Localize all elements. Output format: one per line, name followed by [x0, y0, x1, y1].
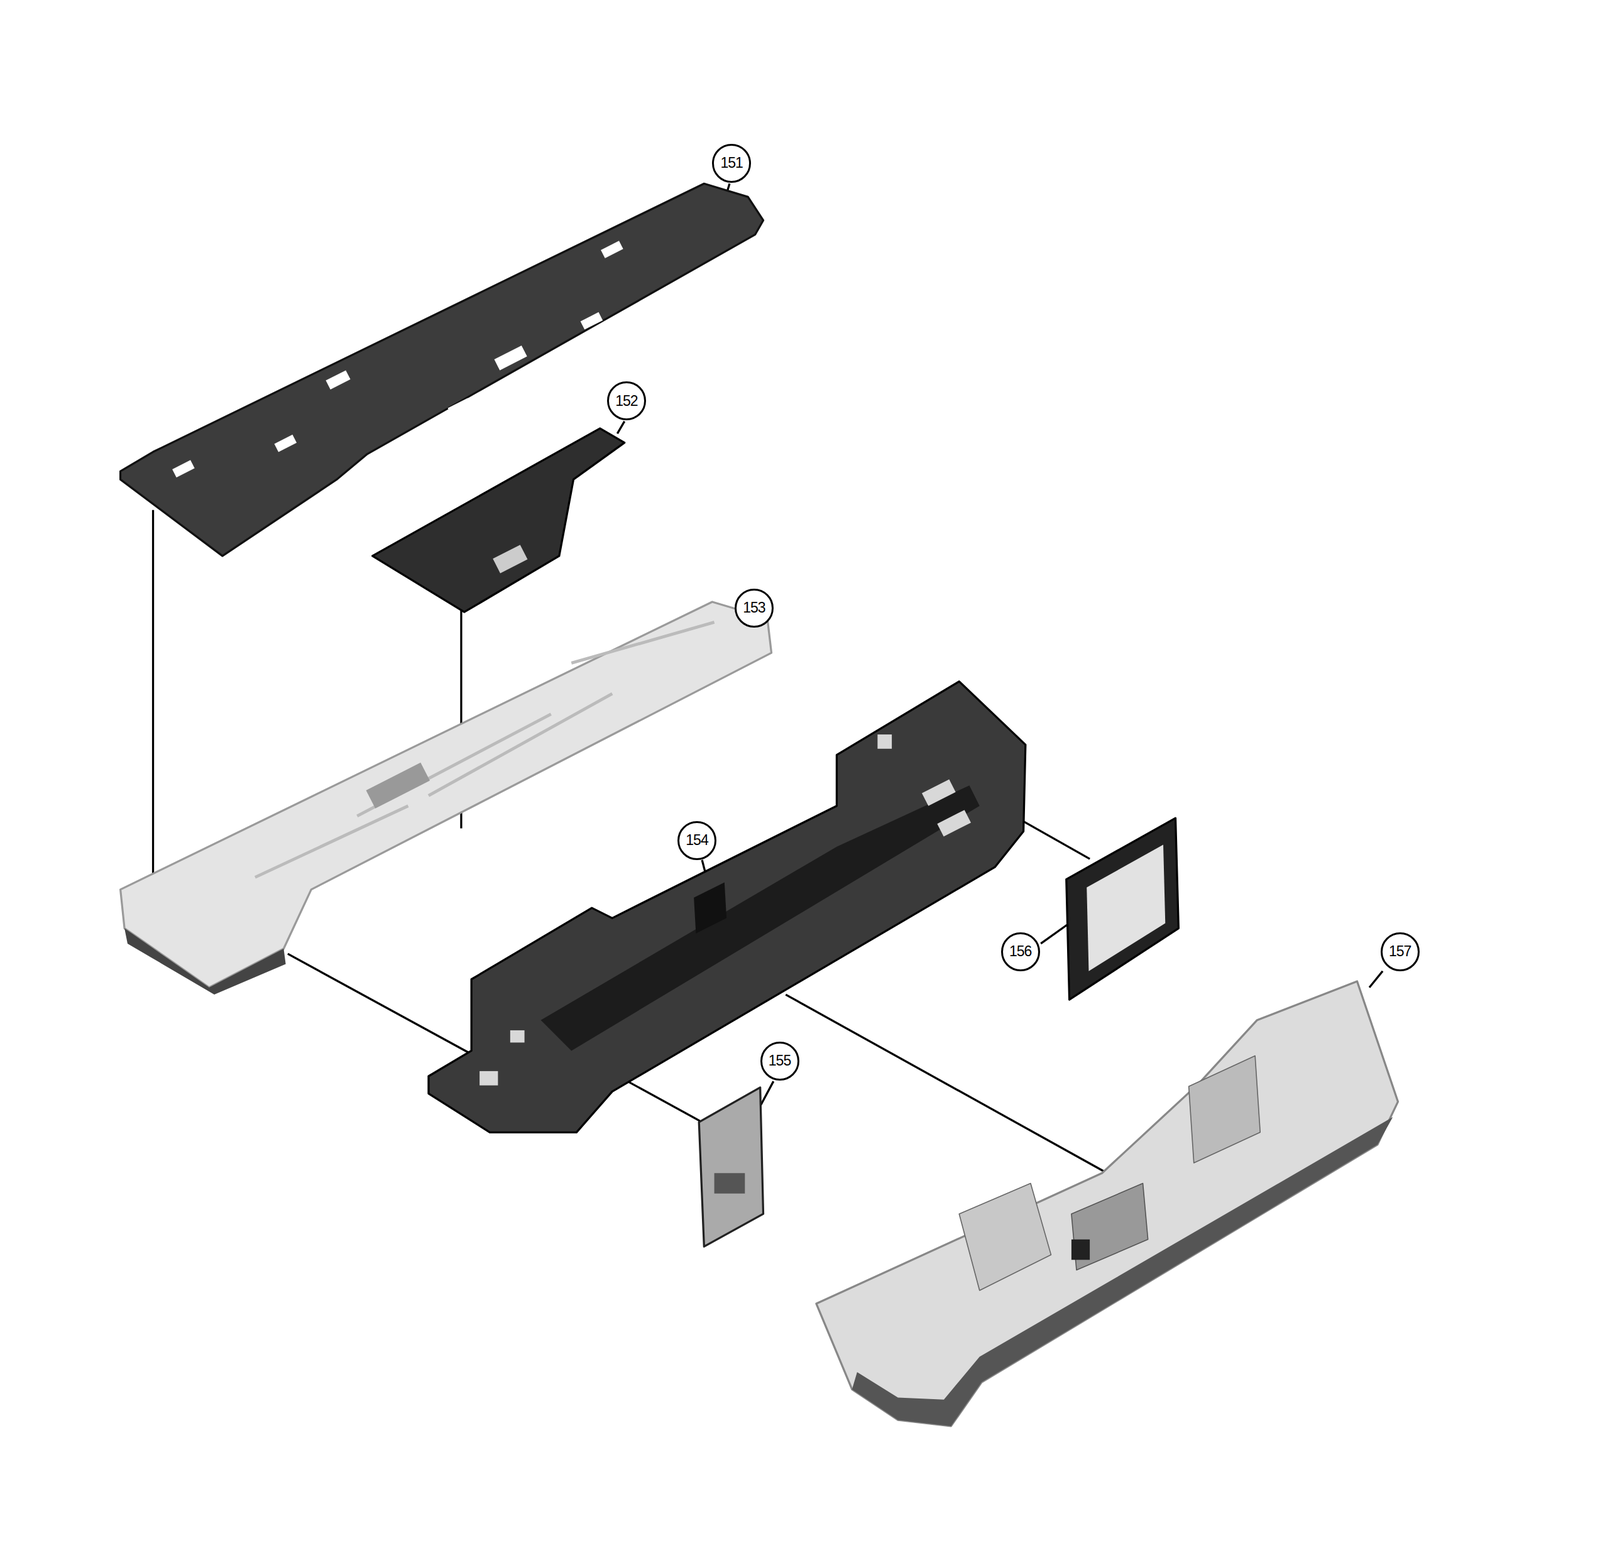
circuit-board — [372, 428, 625, 613]
callout-number: 157 — [1380, 932, 1420, 972]
callout-number: 151 — [712, 143, 751, 183]
callout-number: 155 — [760, 1041, 800, 1081]
chassis-frame — [428, 681, 1026, 1134]
top-plate — [120, 183, 764, 557]
leader-lines — [153, 183, 1384, 1174]
square-board — [1066, 818, 1179, 1000]
small-board — [698, 1087, 763, 1247]
callout-number: 156 — [1001, 932, 1041, 972]
bottom-housing — [816, 981, 1399, 1427]
callout-number: 154 — [677, 821, 717, 861]
callout-number: 153 — [734, 588, 774, 628]
callout-number: 152 — [607, 381, 647, 421]
